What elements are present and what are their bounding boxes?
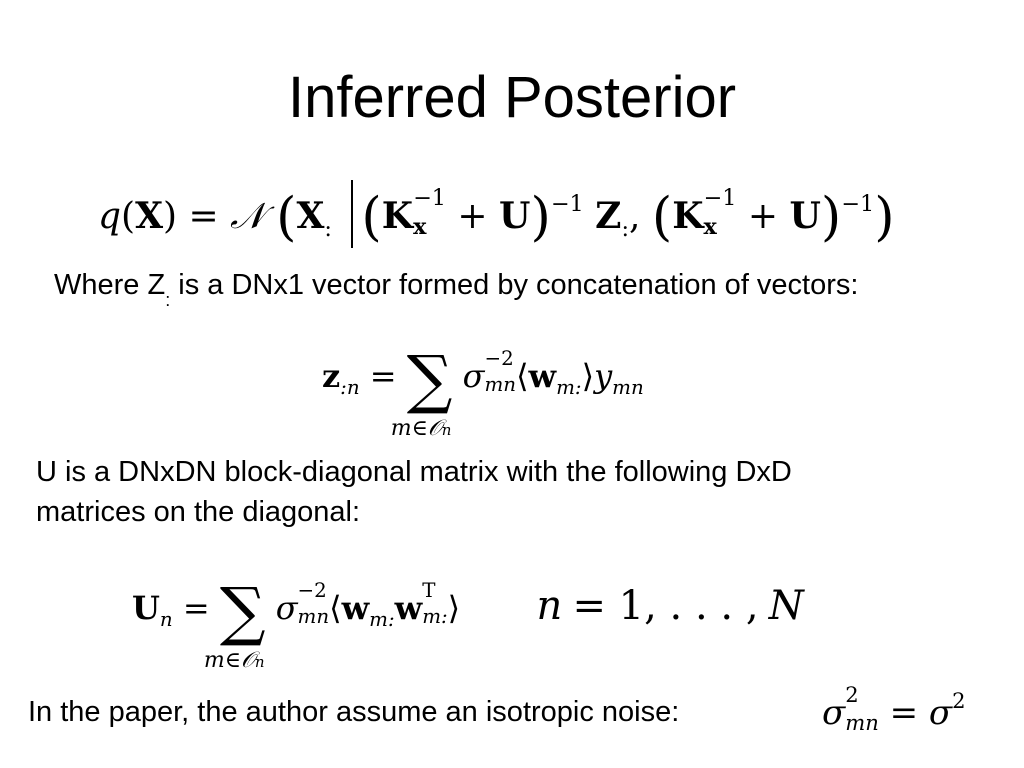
posterior-equation: q(X) = 𝒩 (X: (K−1x−1 + U)−1 Z:, (K−1x−1 … bbox=[98, 180, 895, 248]
where-subscript: : bbox=[165, 290, 171, 310]
u-description-line1: U is a DNxDN block-diagonal matrix with … bbox=[36, 456, 792, 488]
z-definition-equation: z:n = ∑m∈𝒪n σ−2mnmn⟨wm:⟩ymn bbox=[322, 343, 644, 441]
noise-text: In the paper, the author assume an isotr… bbox=[28, 696, 680, 728]
u-description-line2: matrices on the diagonal: bbox=[36, 496, 361, 528]
slide-title: Inferred Posterior bbox=[287, 65, 737, 130]
where-text: Where Z: is a DNx1 vector formed by conc… bbox=[54, 265, 859, 310]
where-rest: is a DNx1 vector formed by concatenation… bbox=[170, 269, 859, 301]
u-definition-equation: Un = ∑m∈𝒪n σ−2mnmn⟨wm:wTm:m:⟩ n = 1, . .… bbox=[132, 575, 804, 673]
noise-equation: σ2mnmn = σ2 bbox=[822, 682, 966, 735]
where-prefix: Where Z bbox=[54, 269, 166, 301]
